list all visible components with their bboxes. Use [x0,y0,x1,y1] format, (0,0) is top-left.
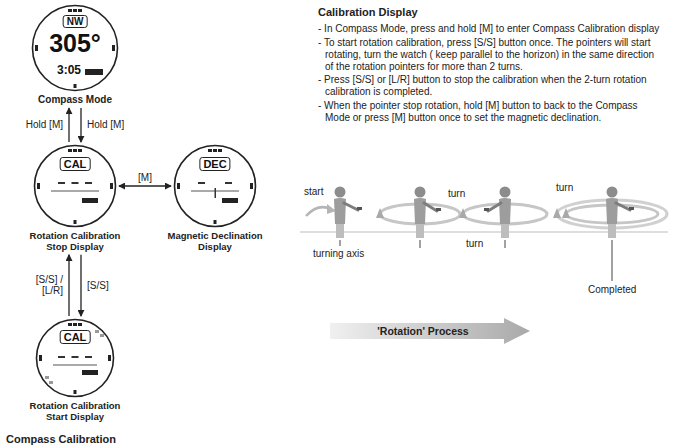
leader-line [340,240,341,246]
watch-dial: NW 305° 3:05 [31,4,119,92]
watch-display: DECMagnetic Declination Display [173,144,257,253]
illustration-label: turning axis [313,248,364,260]
illustration-label: Completed [588,284,636,296]
transition-arrow [68,108,69,142]
display-caption: Rotation Calibration Stop Display [23,228,127,253]
display-caption: Magnetic Declination Display [163,228,267,253]
watch-display: CALRotation Calibration Stop Display [33,144,117,253]
watch-display: CALRotation Calibration Start Display [35,318,115,423]
transition-arrow [80,255,81,316]
leader-line [612,240,613,281]
watch-dial: CAL [33,144,117,228]
transition-arrow [80,108,81,142]
turn-arrowhead [562,208,570,218]
edge-label: [S/S] / [L/R] [19,274,63,297]
transition-arrow [68,255,69,316]
person-figure [606,187,634,239]
person-figure [334,187,362,239]
instruction-text: - In Compass Mode, press and hold [M] to… [318,23,663,35]
person-figure [484,187,511,239]
display-text: CAL [60,330,91,344]
edge-label: Hold [M] [26,119,63,131]
instruction-text: - When the pointer stop rotation, hold [… [318,100,663,124]
illustration-label: turn [466,238,483,250]
watch-dial: DEC [173,144,257,228]
display-text: CAL [60,157,91,171]
turn-arrowhead [376,208,384,218]
display-caption: Compass Mode [21,92,129,106]
leader-line [505,240,506,248]
process-arrow: 'Rotation' Process [330,318,530,344]
turn-arrowhead [553,208,561,218]
section-title: Calibration Display [318,6,418,19]
edge-label: [M] [138,172,152,184]
instruction-text: - To start rotation calibration, press [… [318,37,663,74]
panel-title: Compass Calibration [6,433,116,445]
process-label: 'Rotation' Process [377,318,468,344]
display-text: 3:05 [57,64,81,77]
instruction-text: - Press [S/S] or [L/R] button to stop th… [318,74,663,98]
person-figure [414,187,441,239]
illustration-label: start [304,186,323,198]
display-caption: Rotation Calibration Start Display [25,398,125,423]
display-text: NW [63,15,88,28]
watch-display: NW305°3:05Compass Mode [31,4,119,106]
transition-arrow [119,185,171,186]
edge-label: [S/S] [87,280,109,292]
display-text: 305° [49,30,101,58]
turn-arrowhead [459,208,467,218]
edge-label: Hold [M] [87,119,124,131]
watch-dial: CAL [35,318,115,398]
display-text: DEC [199,157,230,171]
leader-line [420,240,421,248]
illustration-label: turn [448,188,465,200]
illustration-label: turn [556,182,573,194]
